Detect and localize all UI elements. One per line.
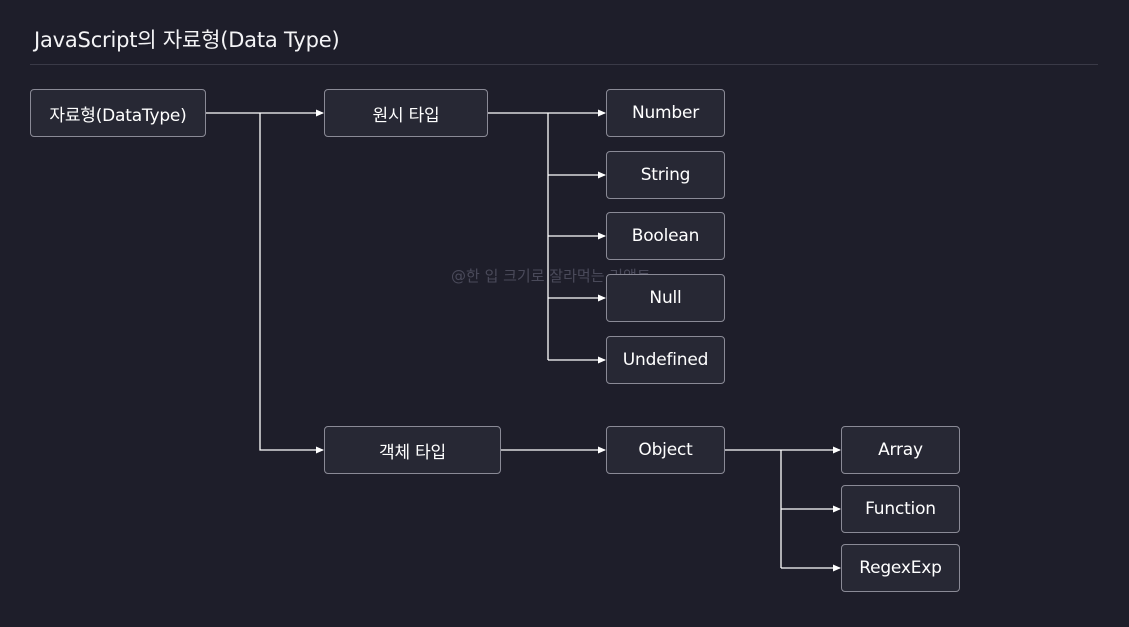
node-object-type: 객체 타입 [324,426,501,474]
node-function: Function [841,485,960,533]
node-regexexp: RegexExp [841,544,960,592]
node-number: Number [606,89,725,137]
node-boolean: Boolean [606,212,725,260]
page-title: JavaScript의 자료형(Data Type) [34,28,340,52]
node-array: Array [841,426,960,474]
node-object: Object [606,426,725,474]
node-string: String [606,151,725,199]
node-primitive-type: 원시 타입 [324,89,488,137]
node-undefined: Undefined [606,336,725,384]
title-divider [30,64,1098,65]
node-root: 자료형(DataType) [30,89,206,137]
edge-root-object-type [259,113,324,454]
node-null: Null [606,274,725,322]
